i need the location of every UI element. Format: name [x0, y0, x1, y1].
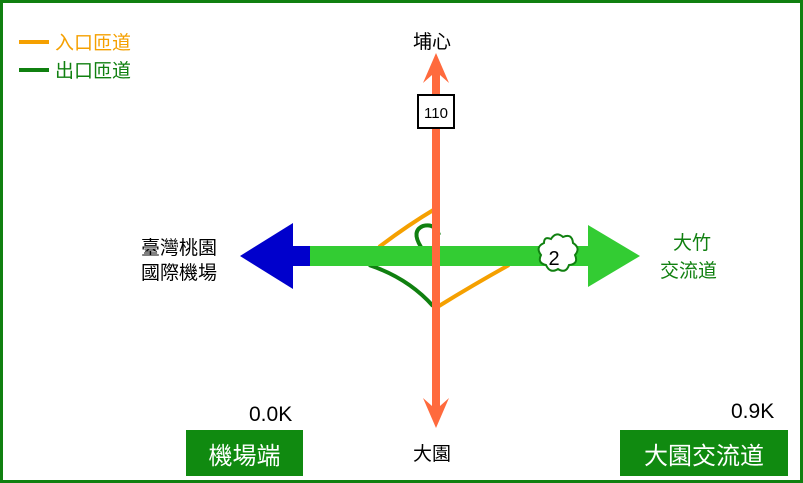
east-arrowhead	[588, 225, 640, 287]
west-road	[288, 246, 310, 266]
entry-ramp-southeast	[437, 263, 510, 308]
route-110-number: 110	[424, 105, 448, 122]
national-freeway-shield-icon	[537, 233, 579, 272]
east-destination-line2: 交流道	[660, 260, 718, 282]
legend-entry-ramp: 入口匝道	[19, 28, 131, 55]
south-arrowhead	[423, 398, 449, 428]
legend-exit-ramp: 出口匝道	[19, 56, 131, 83]
exit-ramp-swatch	[19, 67, 49, 72]
entry-ramp-northwest	[377, 207, 437, 249]
national-freeway-number: 2	[548, 248, 559, 270]
west-destination-line2: 國際機場	[141, 262, 218, 284]
milepost-start-name: 機場端	[186, 430, 303, 476]
route-110-shield	[417, 94, 455, 129]
west-destination-line1: 臺灣桃園	[141, 237, 218, 259]
milepost-start-km: 0.0K	[249, 403, 293, 426]
north-south-road	[432, 73, 440, 413]
legend-label: 入口匝道	[55, 32, 132, 54]
exit-ramp-southwest	[368, 263, 435, 308]
diagram-canvas: 110 2	[240, 53, 640, 428]
milepost-end-km: 0.9K	[731, 400, 775, 423]
west-arrowhead	[240, 223, 293, 289]
entry-ramp-swatch	[19, 39, 49, 44]
east-road	[308, 246, 598, 266]
south-destination: 大園	[413, 443, 452, 465]
north-arrowhead	[423, 53, 449, 83]
legend-label: 出口匝道	[55, 60, 132, 82]
north-destination: 埔心	[413, 31, 452, 53]
milepost-end-name: 大園交流道	[620, 430, 788, 476]
east-destination-line1: 大竹	[673, 232, 712, 254]
